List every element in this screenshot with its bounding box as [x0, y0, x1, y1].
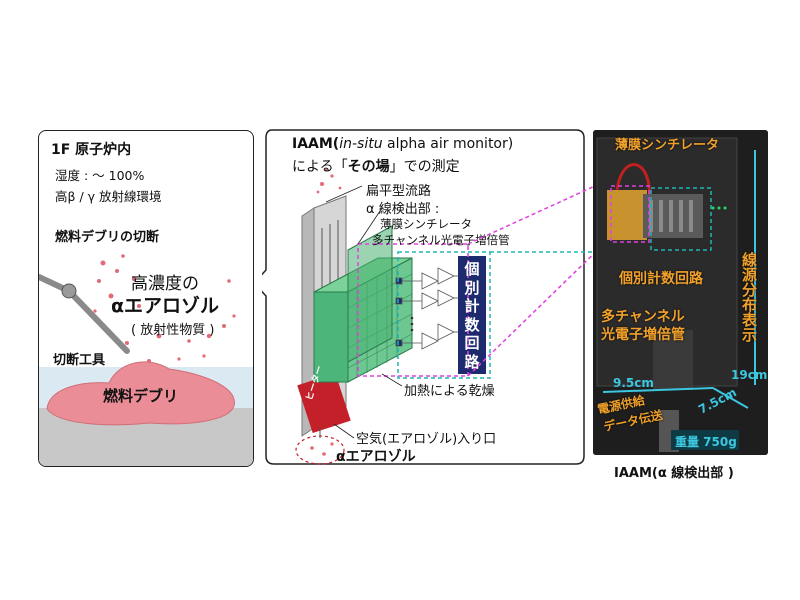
counter-char: 別 [464, 278, 480, 297]
humidity-label: 湿度 : ～ 100% [55, 168, 145, 183]
cutting-tool-label: 切断工具 [53, 353, 106, 368]
iaam-photo: 薄膜シンチレータ 個別計数回路 線源分布表示 多チャンネル 光電子増倍管 電源供… [593, 130, 768, 455]
iaam-schematic-panel: IAAM(in-situ alpha air monitor) による「その場」… [262, 128, 586, 468]
iaam-insitu: in-situ [339, 136, 383, 152]
alpha-aerosol-label: αエアロゾル [336, 449, 416, 465]
aerosol-dots [93, 254, 236, 363]
counter-char: 計 [464, 297, 480, 315]
reactor-illustration [39, 254, 236, 426]
inlet-label: 空気(エアロゾル)入り口 [356, 432, 497, 447]
schematic-drawing [295, 168, 491, 465]
title2-prefix: による「 [292, 159, 348, 175]
radiation-label: 高β / γ 放射線環境 [55, 189, 162, 204]
photo-counter-label: 個別計数回路 [619, 271, 703, 287]
photo-pmt-label-1: 多チャンネル [601, 309, 685, 325]
scintillator-label: 薄膜シンチレータ [380, 217, 472, 231]
photo-scint-label: 薄膜シンチレータ [615, 138, 720, 153]
photo-caption: IAAM(α 線検出部 ) [614, 466, 734, 481]
counter-char: 個 [464, 260, 480, 278]
title2-emph: その場 [347, 159, 390, 175]
aerosol-label-3: ( 放射性物質 ) [131, 323, 215, 338]
counter-circuit-label: 個 別 計 数 回 路 [458, 260, 486, 371]
iaam-title-line1: IAAM(in-situ alpha air monitor) [292, 136, 513, 152]
cutting-heading: 燃料デブリの切断 [55, 230, 160, 245]
iaam-title-line2: による「その場」での測定 [292, 156, 460, 176]
aerosol-label-2: αエアロゾル [111, 295, 220, 317]
title2-suffix: 」での測定 [389, 159, 460, 175]
fuel-debris-label: 燃料デブリ [103, 387, 179, 405]
photo-pmt-label-2: 光電子増倍管 [601, 327, 685, 343]
photo-distribution-label: 線源分布表示 [740, 252, 758, 342]
counter-char: 回 [464, 334, 480, 352]
counter-char: 数 [464, 315, 480, 334]
aerosol-label-1: 高濃度の [131, 274, 199, 294]
iaam-acronym: IAAM( [292, 136, 340, 152]
reactor-scene-panel: 1F 原子炉内 湿度 : ～ 100% 高β / γ 放射線環境 燃料デブリの切… [38, 130, 254, 467]
device-render [593, 130, 768, 455]
detector-label: α 線検出部 : [366, 202, 440, 217]
height-dim-label: 19cm [731, 368, 768, 382]
iaam-expansion: alpha air monitor) [382, 136, 514, 152]
width-dim-label: 9.5cm [613, 376, 654, 390]
pmt-label: 多チャンネル光電子増倍管 [372, 233, 510, 247]
flow-path-label: 扁平型流路 [366, 184, 432, 199]
heating-label: 加熱による乾燥 [404, 384, 495, 399]
counter-char: 路 [464, 352, 480, 371]
weight-label: 重量 750g [675, 435, 737, 449]
panel-title: 1F 原子炉内 [51, 142, 132, 158]
